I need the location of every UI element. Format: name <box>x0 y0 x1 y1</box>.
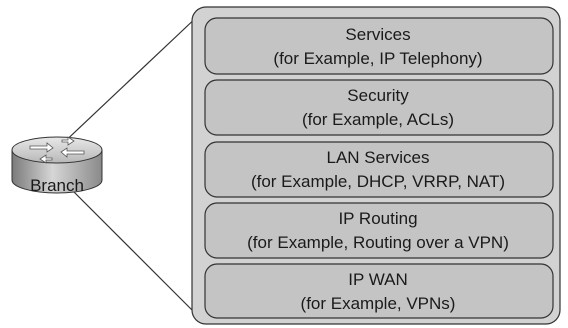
router-label: Branch <box>30 176 84 195</box>
layer-ip-routing: IP Routing (for Example, Routing over a … <box>204 202 554 259</box>
layer-example-ip-wan: (for Example, VPNs) <box>301 294 456 313</box>
layer-box-lan-services <box>204 141 554 198</box>
callout-line-bottom <box>57 175 201 319</box>
layer-ip-wan: IP WAN (for Example, VPNs) <box>204 263 554 319</box>
layer-example-security: (for Example, ACLs) <box>302 110 454 129</box>
layer-name-ip-wan: IP WAN <box>348 270 408 289</box>
layer-example-lan-services: (for Example, DHCP, VRRP, NAT) <box>251 172 505 191</box>
layer-stack: Services (for Example, IP Telephony) Sec… <box>204 17 554 319</box>
layer-lan-services: LAN Services (for Example, DHCP, VRRP, N… <box>204 141 554 198</box>
layer-services: Services (for Example, IP Telephony) <box>204 17 554 75</box>
layer-name-services: Services <box>345 25 410 44</box>
layer-box-ip-wan <box>204 263 554 319</box>
layer-name-lan-services: LAN Services <box>327 148 430 167</box>
layer-example-ip-routing: (for Example, Routing over a VPN) <box>247 233 509 252</box>
layer-name-security: Security <box>347 86 409 105</box>
branch-router-icon: Branch <box>11 136 103 195</box>
layer-box-services <box>204 17 554 75</box>
layer-box-ip-routing <box>204 202 554 259</box>
layer-security: Security (for Example, ACLs) <box>204 79 554 136</box>
router-arrows-icon <box>29 136 85 164</box>
layer-example-services: (for Example, IP Telephony) <box>273 49 482 68</box>
router-top <box>11 136 103 164</box>
callout-line-top <box>57 13 201 149</box>
layer-name-ip-routing: IP Routing <box>338 209 417 228</box>
layer-box-security <box>204 79 554 136</box>
